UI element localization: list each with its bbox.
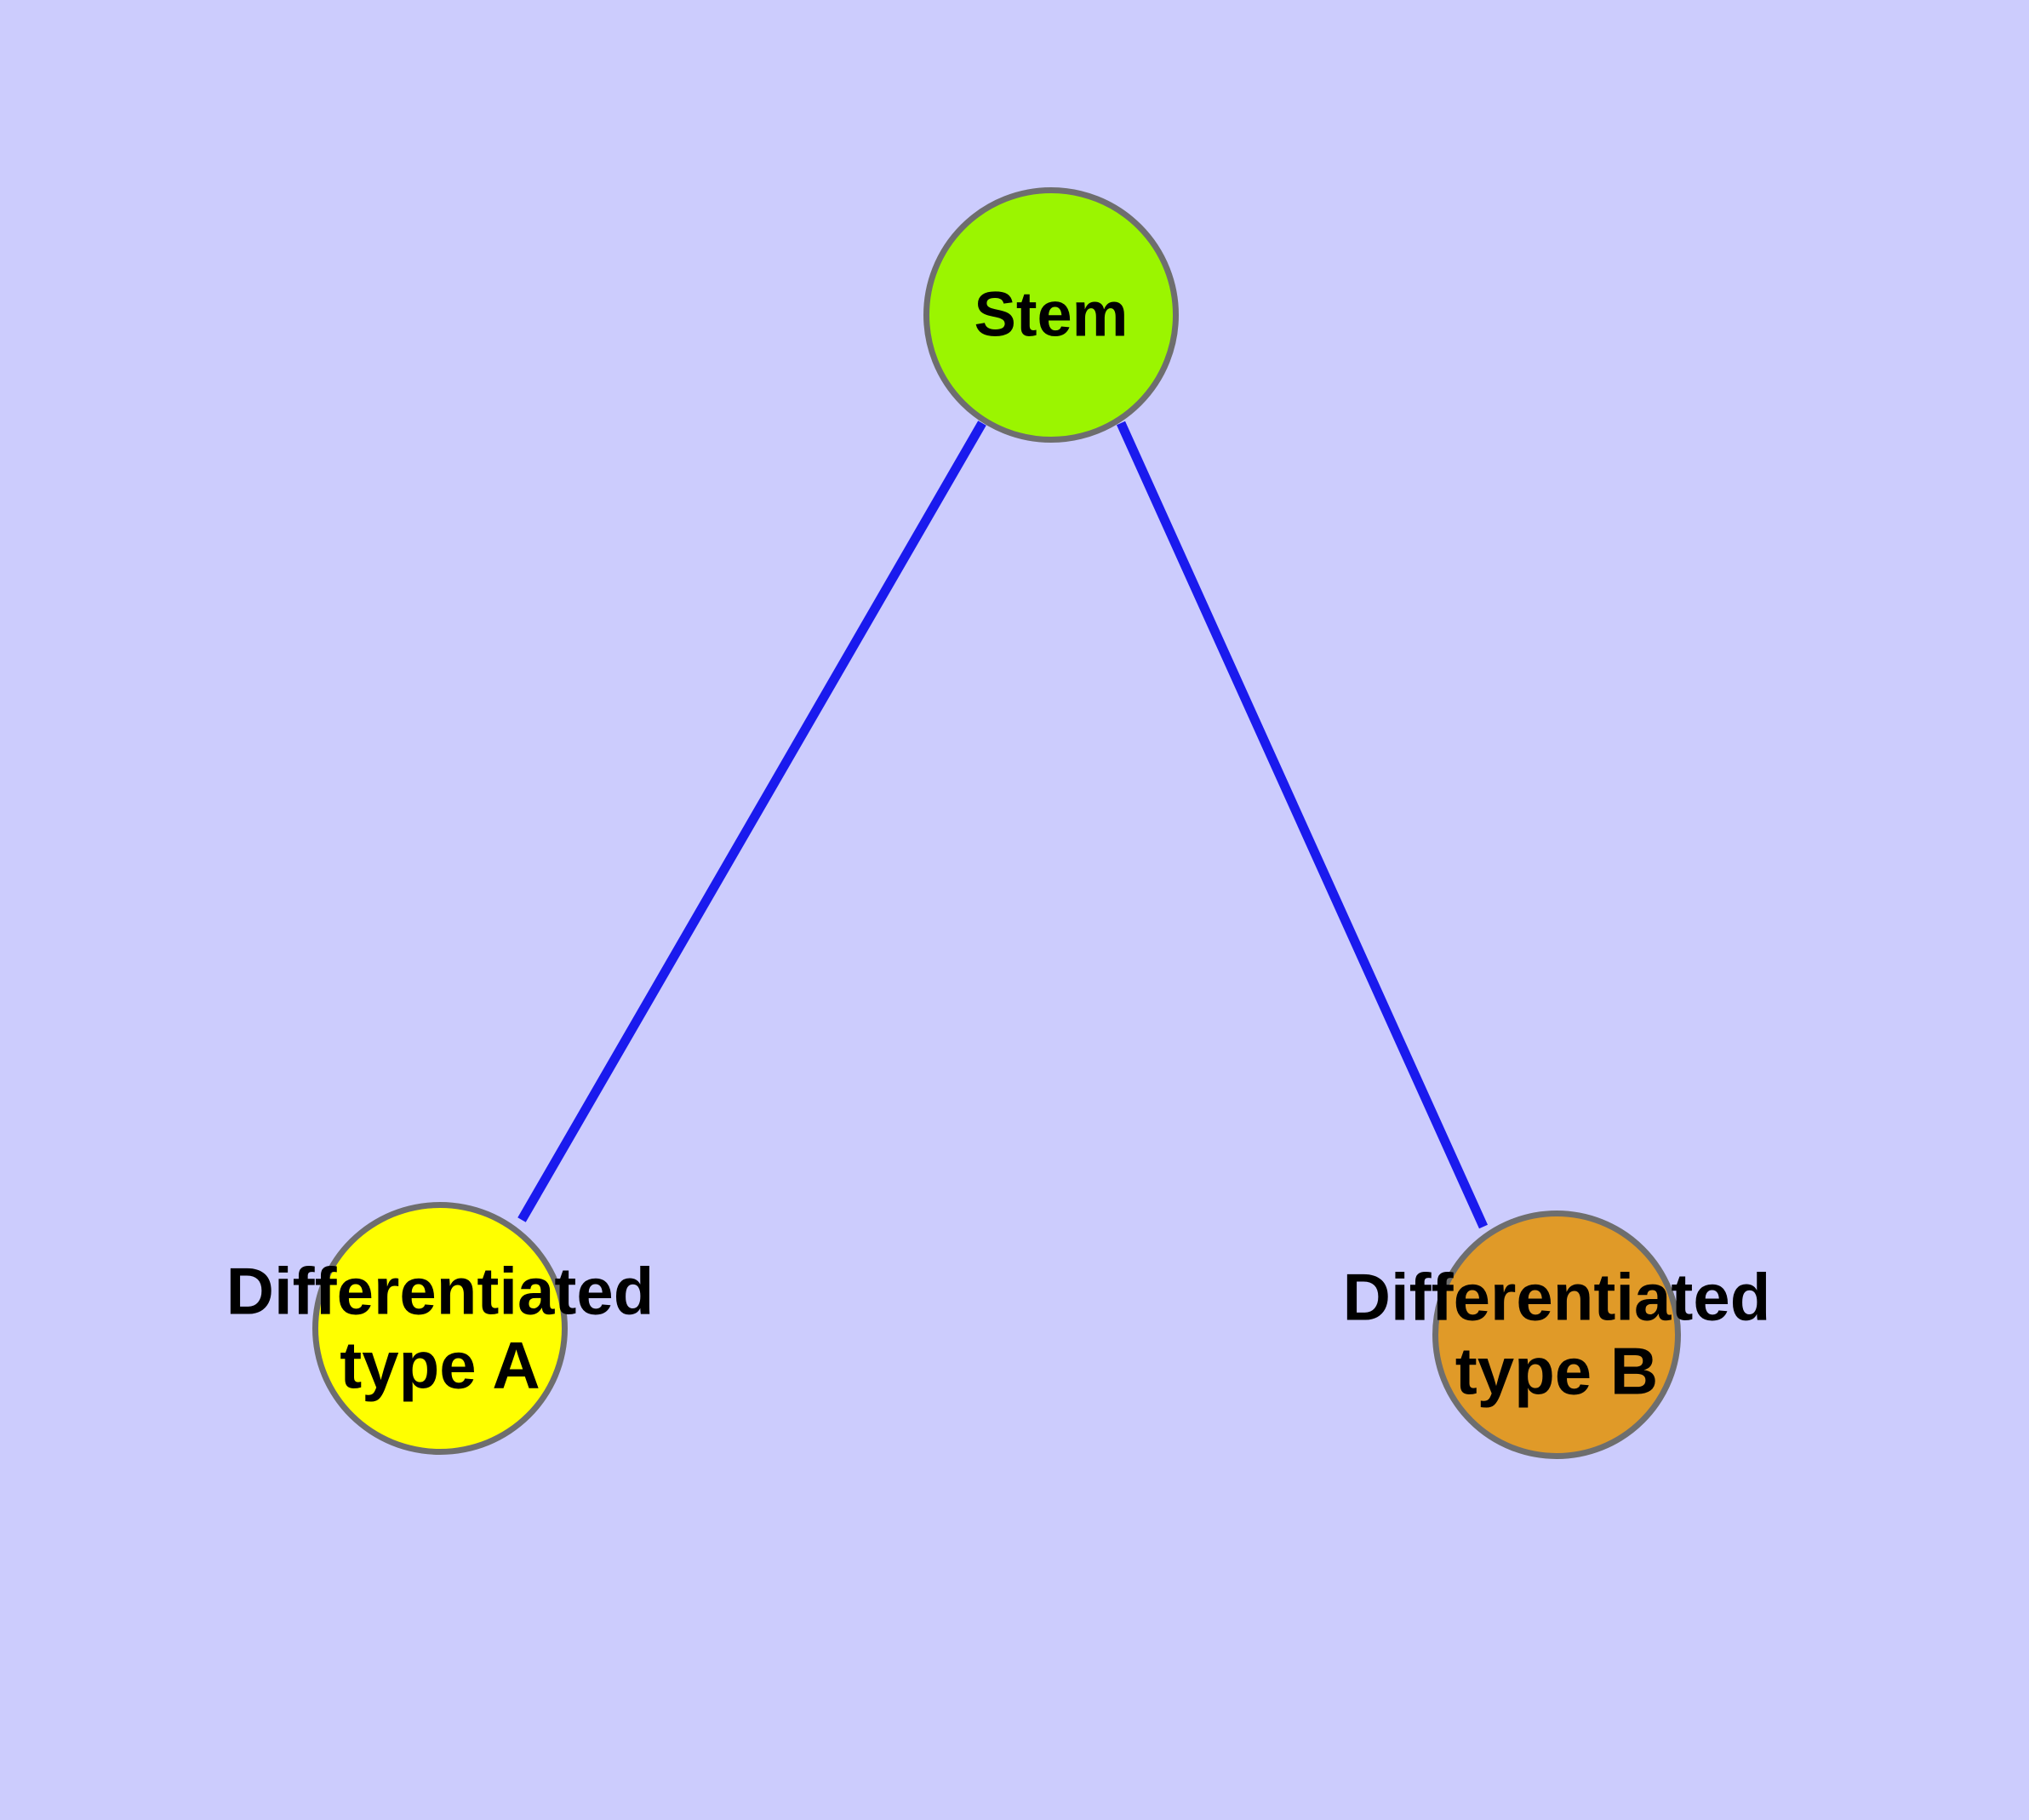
node-differentiated-type-b[interactable]: Differentiated type B [1343, 1210, 1770, 1459]
edge-stem-to-differentiated-type-b[interactable] [1116, 421, 1489, 1229]
node-stem-label-line1: Stem [974, 278, 1129, 350]
node-differentiated-type-a-label-line2: type A [340, 1327, 540, 1403]
node-differentiated-type-b-label-line2: type B [1455, 1334, 1659, 1409]
node-stem-label: Stem [974, 278, 1129, 351]
node-differentiated-type-a[interactable]: Differentiated type A [226, 1202, 654, 1455]
edge-stem-to-differentiated-type-a[interactable] [517, 421, 986, 1222]
node-stem[interactable]: Stem [923, 187, 1179, 443]
